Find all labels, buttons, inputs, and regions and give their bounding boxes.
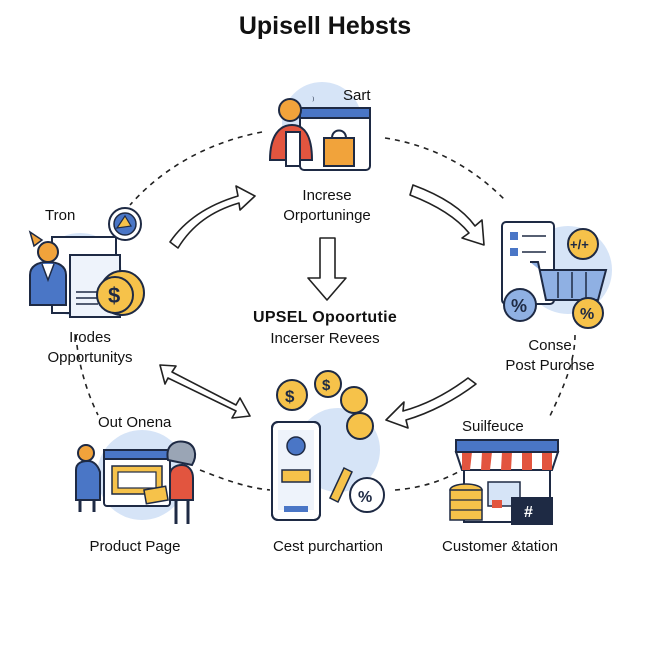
upper-left-illustration: $ <box>28 207 145 318</box>
businessperson-icon <box>29 241 67 306</box>
person-icon <box>268 98 314 167</box>
plus-coin-icon: +/+ <box>567 228 599 260</box>
cycle-ring <box>75 131 576 491</box>
upper-left-node-label-2: Opportunitys <box>47 349 133 366</box>
center-subheading: Incerser Revees <box>270 330 380 347</box>
upper-right-illustration: +/+ % % <box>501 221 612 329</box>
top-node-label-1: Increse <box>302 187 352 204</box>
svg-text:#: # <box>524 504 533 521</box>
top-node-tag: Sart <box>343 87 371 104</box>
top-node-label-2: Orportuninge <box>283 207 371 224</box>
register-icon: # <box>511 497 553 525</box>
svg-text:%: % <box>580 306 594 323</box>
person-left-icon <box>75 444 101 512</box>
flow-arrows <box>159 184 485 429</box>
svg-text:$: $ <box>322 377 331 394</box>
lower-left-illustration <box>75 430 197 524</box>
arrow-icon <box>169 185 256 249</box>
svg-text:+/+: +/+ <box>570 237 589 252</box>
arrow-icon <box>409 184 485 246</box>
arrow-icon <box>159 364 251 419</box>
lower-left-node-tag: Out Onena <box>98 414 172 431</box>
percent-icon: % % <box>503 288 604 329</box>
arrow-icon <box>307 237 347 301</box>
upper-right-node-label-2: Post Purchse <box>505 357 595 374</box>
svg-text:⁾: ⁾ <box>312 96 314 107</box>
svg-text:%: % <box>511 296 527 316</box>
lower-left-node-label: Product Page <box>89 538 181 555</box>
svg-text:%: % <box>358 489 372 506</box>
lower-right-node-label: Customer &tation <box>442 538 558 555</box>
percent-icon: % <box>349 477 385 513</box>
smartphone-icon <box>271 421 321 521</box>
upper-left-node-label-1: Irodes <box>69 329 111 346</box>
coin-stack-icon <box>449 483 483 521</box>
person-right-icon <box>166 440 197 524</box>
center-heading: UPSEL Opoortutie <box>252 309 398 326</box>
tag-icon <box>143 485 169 505</box>
svg-text:$: $ <box>108 283 120 308</box>
shopping-basket-icon <box>530 261 608 301</box>
badge-icon <box>108 207 142 241</box>
top-illustration: ⁾ <box>268 82 371 171</box>
lower-right-illustration: # <box>449 439 560 525</box>
arrow-icon <box>385 377 477 429</box>
lower-right-node-tag: Suilfeuce <box>462 418 524 435</box>
bottom-illustration: $ $ % <box>271 370 385 521</box>
upper-right-node-label-1: Conse <box>528 337 572 354</box>
diagram-title: Upisell Hebsts <box>238 12 412 40</box>
coin-icon: $ <box>96 270 145 316</box>
shopping-bag-icon <box>323 129 355 167</box>
bottom-node-label: Cest purchartion <box>272 538 384 555</box>
pen-icon <box>329 466 353 504</box>
svg-text:$: $ <box>285 387 295 406</box>
coin-icon: $ $ <box>276 370 374 440</box>
upper-left-node-tag: Tron <box>45 207 76 224</box>
